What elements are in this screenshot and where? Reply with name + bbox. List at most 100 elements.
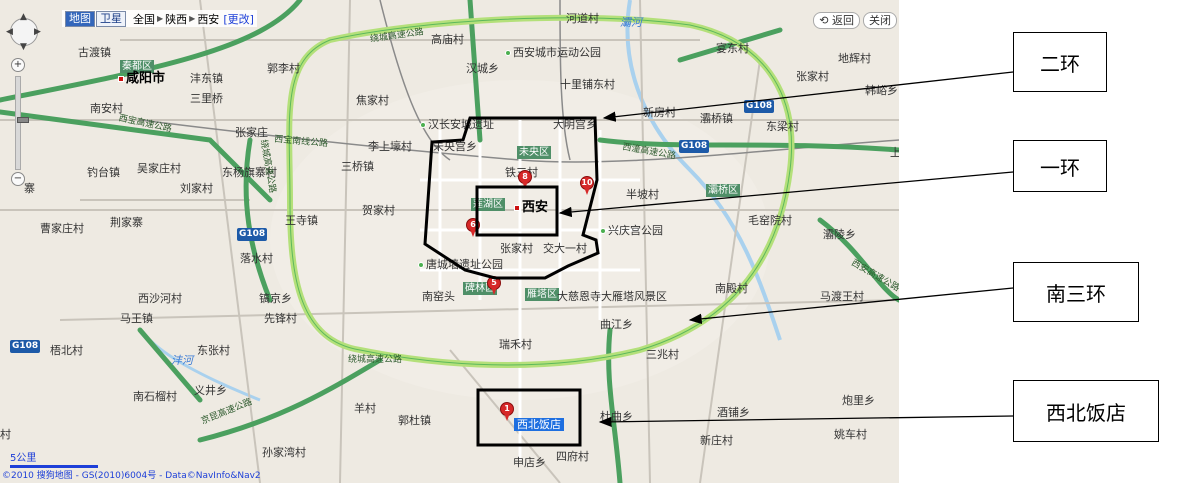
- callout-ring3s: 南三环: [1013, 262, 1139, 322]
- scale-bar: 5公里: [10, 449, 98, 468]
- ring2-outline: [423, 116, 600, 280]
- map-label: 河道村: [566, 12, 599, 25]
- map-label: 绕城高速公路: [348, 355, 403, 365]
- map-label: 高庙村: [431, 33, 464, 46]
- breadcrumb-province[interactable]: 陕西: [165, 12, 188, 26]
- map-label: 东杨旗寨村: [222, 166, 277, 179]
- breadcrumb-separator-icon: ▶: [189, 14, 196, 23]
- breadcrumb-city: 西安: [197, 12, 220, 26]
- scale-label: 5公里: [10, 453, 37, 464]
- highway-badge: G108: [10, 340, 41, 353]
- map-toolbar: 地图 卫星 全国 ▶ 陕西 ▶ 西安 [更改]: [62, 10, 257, 27]
- map-label: 灞桥镇: [700, 112, 733, 125]
- arrow-down-icon[interactable]: ▼: [20, 42, 27, 52]
- arrow-right-icon[interactable]: ▶: [34, 27, 41, 37]
- ring1-arrow: [558, 171, 1014, 218]
- arrow-left-icon[interactable]: ◀: [6, 27, 13, 37]
- highway-badge: G108: [679, 140, 710, 153]
- map-label: 酒铺乡: [717, 406, 750, 419]
- callout-hotel: 西北饭店: [1013, 380, 1159, 442]
- back-icon: ⟲: [819, 14, 832, 27]
- map-label: 西安城市运动公园: [505, 46, 601, 59]
- map-label: 大慈恩寺大雁塔风景区: [557, 290, 667, 303]
- map-marker-pin[interactable]: 8: [518, 170, 532, 190]
- map-roads: [0, 0, 899, 483]
- map-label: 曹家庄村: [40, 222, 84, 235]
- map-label: 四府村: [556, 450, 589, 463]
- zoom-slider-handle[interactable]: [17, 117, 29, 123]
- callout-ring1: 一环: [1013, 140, 1107, 192]
- map-label: 宴东村: [716, 42, 749, 55]
- map-label: 十里铺东村: [560, 78, 615, 91]
- map-label: 郭李村: [267, 62, 300, 75]
- tab-satellite[interactable]: 卫星: [96, 10, 126, 27]
- breadcrumb-country[interactable]: 全国: [133, 12, 155, 26]
- map-label: 瑞禾村: [499, 338, 532, 351]
- map-label: 大明宫乡: [553, 118, 597, 131]
- map-label: 咸阳市: [118, 72, 165, 85]
- ring1-box: [475, 185, 559, 237]
- map-marker-pin[interactable]: 10: [580, 176, 594, 196]
- map-label: 灞河: [620, 16, 642, 29]
- zoom-slider-track[interactable]: [15, 76, 29, 170]
- map-canvas[interactable]: 高庙村 河道村 灞河 宴东村 地辉村 古渡镇 绕城高速公路 郭李村 西安城市运动…: [0, 0, 899, 483]
- highway-badge: G108: [744, 100, 775, 113]
- breadcrumb-separator-icon: ▶: [157, 14, 164, 23]
- map-label: 姚车村: [834, 428, 867, 441]
- map-label: 贺家村: [362, 204, 395, 217]
- pan-control[interactable]: ▲ ▼ ◀ ▶: [4, 12, 44, 52]
- map-label: 毛窑院村: [748, 214, 792, 227]
- district-badge: 莲湖区: [471, 198, 505, 211]
- map-label: 三桥镇: [341, 160, 374, 173]
- arrow-up-icon[interactable]: ▲: [20, 12, 27, 22]
- map-label: 镐京乡: [259, 292, 292, 305]
- map-label: 吴家庄村: [137, 162, 181, 175]
- map-label: 未央宫乡: [433, 140, 477, 153]
- copyright-text[interactable]: ©2010 搜狗地图 - GS(2010)6004号 - Data©NavInf…: [2, 471, 261, 481]
- change-city-link[interactable]: [更改]: [223, 12, 254, 26]
- zoom-out-button[interactable]: −: [11, 172, 25, 186]
- back-button[interactable]: ⟲ 返回: [813, 12, 860, 29]
- hotel-tag[interactable]: 西北饭店: [514, 418, 564, 431]
- map-label: 刘家村: [180, 182, 213, 195]
- map-marker-pin[interactable]: 1: [500, 402, 514, 422]
- map-label: 南石榴村: [133, 390, 177, 403]
- map-label: 东梁村: [766, 120, 799, 133]
- map-label: 灞陵乡: [823, 228, 856, 241]
- map-label: 南殿村: [715, 282, 748, 295]
- map-label: 南安村: [90, 102, 123, 115]
- map-label: 张家村: [796, 70, 829, 83]
- zoom-control[interactable]: + −: [11, 58, 29, 188]
- map-label: 寨: [24, 182, 35, 195]
- hotel-arrow: [598, 415, 1014, 428]
- top-right-controls: ⟲ 返回 关闭: [810, 12, 897, 29]
- close-button[interactable]: 关闭: [863, 12, 897, 29]
- map-label: 王寺镇: [285, 214, 318, 227]
- map-label: 汉长安城遗址: [420, 118, 494, 131]
- map-label: 三里桥: [190, 92, 223, 105]
- map-label: 曲江乡: [600, 318, 633, 331]
- callout-ring2: 二环: [1013, 32, 1107, 92]
- pan-ring[interactable]: [10, 18, 38, 46]
- highway-badge: G108: [237, 228, 268, 241]
- map-label: 古渡镇: [78, 46, 111, 59]
- map-label: 焦家村: [356, 94, 389, 107]
- map-label: 义井乡: [194, 384, 227, 397]
- district-badge: 秦都区: [120, 60, 154, 73]
- tab-map[interactable]: 地图: [65, 10, 95, 27]
- map-label: 炮里乡: [842, 394, 875, 407]
- map-label: 落水村: [240, 252, 273, 265]
- map-label: 李上壕村: [368, 140, 412, 153]
- zoom-in-button[interactable]: +: [11, 58, 25, 72]
- map-label: 钓台镇: [87, 166, 120, 179]
- map-label: 南窑头: [422, 290, 455, 303]
- map-label: 郭杜镇: [398, 414, 431, 427]
- map-label: 梧北村: [50, 344, 83, 357]
- district-badge: 未央区: [517, 146, 551, 159]
- map-label: 马王镇: [120, 312, 153, 325]
- map-label: 张家庄: [235, 126, 268, 139]
- ring2-arrow: [602, 71, 1014, 122]
- district-badge: 雁塔区: [525, 288, 559, 301]
- map-label: 地辉村: [838, 52, 871, 65]
- map-label: 荆家寨: [110, 216, 143, 229]
